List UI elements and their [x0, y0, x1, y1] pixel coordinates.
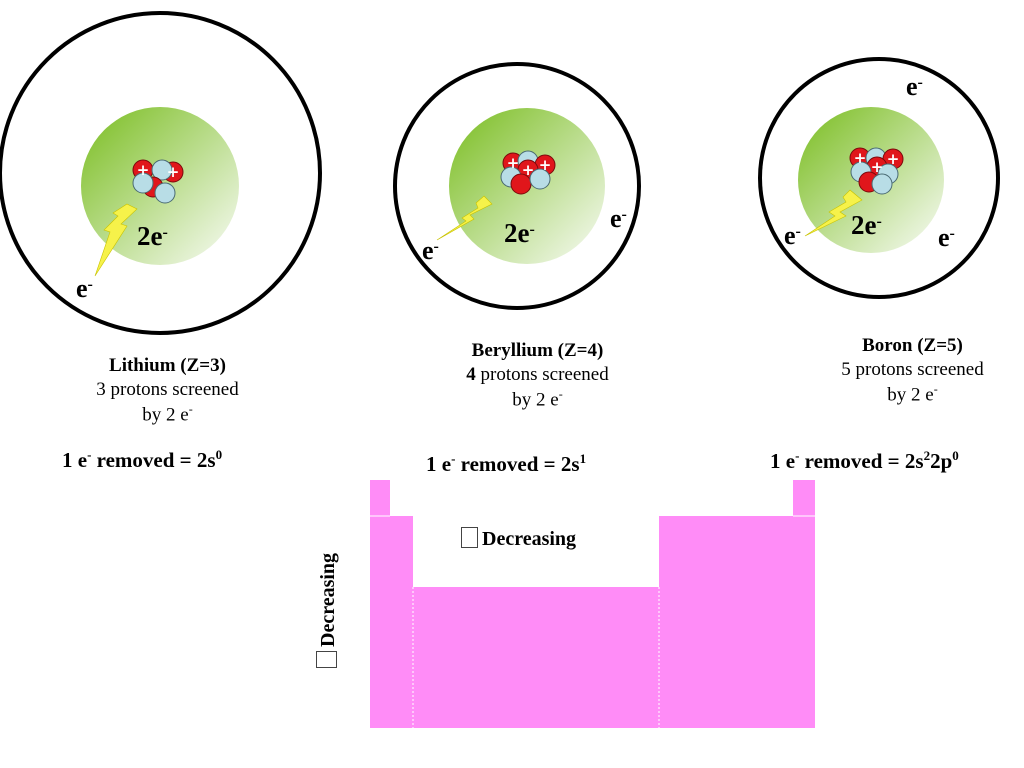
lithium-removed: 1 e- removed = 2s0 — [62, 447, 223, 472]
boron-atom: + + + 2e- e- e- e- — [758, 57, 1000, 299]
neutron — [154, 182, 176, 204]
proton-plus-sign: + — [854, 149, 867, 167]
boron-label: Boron (Z=5) 5 protons screened by 2 e- — [810, 334, 1015, 407]
beryllium-inner-electron-label: 2e- — [504, 218, 535, 248]
proton-plus-sign: + — [539, 156, 552, 174]
boron-outer-electron-top: e- — [906, 72, 923, 101]
placeholder-box-icon — [316, 651, 337, 668]
lithium-atom: + + 2e- e- — [0, 11, 322, 335]
lithium-desc-line2: by 2 e- — [142, 401, 193, 425]
boron-nucleus: + + + — [849, 147, 904, 195]
neutron — [151, 159, 173, 181]
neutron — [529, 168, 551, 190]
boron-name: Boron (Z=5) — [862, 335, 963, 356]
trend-vertical-label: Decreasing — [316, 553, 340, 668]
proton-plus-sign: + — [522, 161, 535, 179]
beryllium-nucleus: + + + — [500, 150, 556, 195]
lithium-label: Lithium (Z=3) 3 protons screened by 2 e- — [60, 354, 275, 427]
proton-plus-sign: + — [871, 158, 884, 176]
boron-outer-electron-left: e- — [784, 221, 801, 250]
beryllium-outer-electron-left: e- — [422, 236, 439, 265]
proton-plus-sign: + — [887, 150, 900, 168]
lightning-bolt-icon — [804, 189, 863, 237]
lithium-desc-line1: 3 protons screened — [96, 378, 239, 400]
lithium-nucleus: + + — [132, 159, 184, 204]
neutron — [132, 172, 154, 194]
boron-removed: 1 e- removed = 2s22p0 — [770, 448, 959, 473]
lithium-outer-electron: e- — [76, 274, 93, 303]
trend-horizontal-label: Decreasing — [461, 527, 576, 551]
periodic-table-shape — [370, 480, 815, 728]
boron-desc-line1: 5 protons screened — [841, 358, 984, 380]
proton-plus-sign: + — [507, 154, 520, 172]
lithium-inner-electron-label: 2e- — [137, 221, 168, 251]
periodic-table-fill — [370, 480, 815, 728]
neutron — [871, 173, 893, 195]
beryllium-desc-line1: 4 protons screened — [466, 363, 609, 385]
lightning-bolt-icon — [94, 203, 138, 277]
beryllium-removed: 1 e- removed = 2s1 — [426, 451, 587, 476]
proton-plus-sign: + — [137, 161, 150, 179]
boron-outer-shell — [758, 57, 1000, 299]
proton-plus-sign: + — [167, 163, 180, 181]
boron-desc-line2: by 2 e- — [887, 381, 938, 405]
lithium-name: Lithium (Z=3) — [109, 355, 226, 376]
beryllium-outer-electron-right: e- — [610, 204, 627, 233]
beryllium-atom: + + + 2e- e- e- — [393, 62, 641, 310]
lithium-outer-shell — [0, 11, 322, 335]
beryllium-name: Beryllium (Z=4) — [471, 340, 604, 361]
beryllium-outer-shell — [393, 62, 641, 310]
placeholder-box-icon — [461, 527, 478, 548]
boron-inner-electron-label: 2e- — [851, 210, 882, 240]
beryllium-desc-line2: by 2 e- — [512, 386, 563, 410]
beryllium-label: Beryllium (Z=4) 4 protons screened by 2 … — [430, 339, 645, 412]
boron-outer-electron-right: e- — [938, 223, 955, 252]
lightning-bolt-icon — [436, 195, 493, 241]
